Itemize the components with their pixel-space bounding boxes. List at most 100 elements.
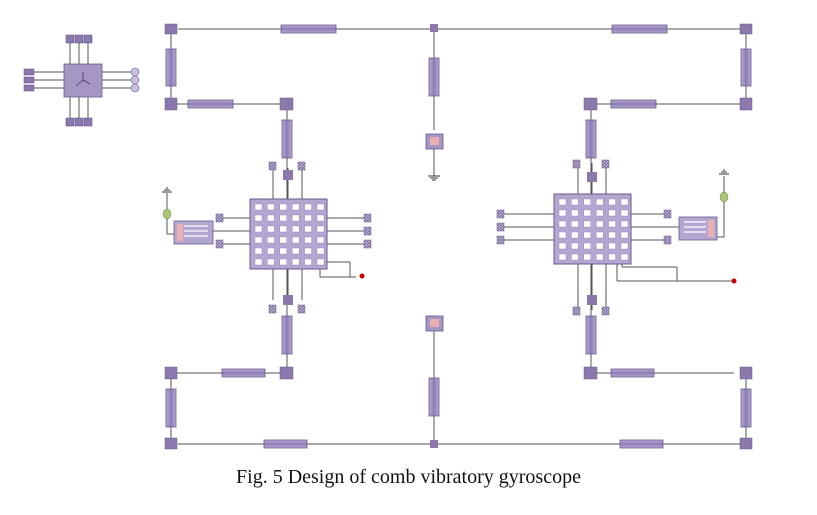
boundary-block [297,161,306,171]
suspension-beam [281,315,293,355]
etch-hole [267,247,275,255]
boundary-block [663,235,672,245]
input-port-top [83,34,93,44]
etch-hole [583,242,591,250]
etch-hole [583,198,591,206]
inner-spring-beam [187,99,234,109]
output-node [359,273,365,279]
boundary-block [268,304,277,314]
corner-anchor [583,97,598,111]
bottom-rail-beam [619,439,664,449]
etch-hole [608,209,616,217]
etch-hole [608,198,616,206]
etch-hole [292,225,300,233]
inner-spring-beam [610,99,657,109]
corner-anchor [164,23,178,35]
etch-hole [304,225,312,233]
suspension-beam [281,119,293,159]
corner-anchor [739,366,753,380]
input-port-top [74,34,84,44]
axes-icon [75,72,91,87]
etch-hole [316,258,325,266]
etch-hole [304,236,312,244]
corner-anchor [739,23,753,35]
anchor-small [587,172,597,182]
center-beam-bottom [428,377,440,417]
input-port-bottom [74,117,84,127]
anchor-small [587,295,597,305]
etch-hole [558,220,567,228]
etch-hole [254,247,263,255]
etch-hole [558,253,567,261]
top-rail-beam [611,24,668,34]
output-port-circle [130,67,140,77]
figure-caption: Fig. 5 Design of comb vibratory gyroscop… [0,466,817,489]
suspension-beam [585,315,597,355]
boundary-block [215,213,224,223]
etch-hole [279,247,287,255]
etch-hole [267,236,275,244]
bottom-rail-beam [263,439,308,449]
boundary-block [363,226,372,236]
etch-hole [304,258,312,266]
comb-finger-pad [708,220,714,237]
etch-hole [267,258,275,266]
corner-anchor [739,97,753,111]
etch-hole [620,198,629,206]
etch-hole [254,236,263,244]
etch-hole [292,247,300,255]
boundary-block [601,159,610,169]
boundary-block [363,213,372,223]
etch-hole [292,258,300,266]
right-comb-drive [678,216,718,241]
etch-hole [620,220,629,228]
boundary-block [297,304,306,314]
corner-anchor [279,366,294,380]
anchor-small [283,295,293,305]
voltage-source-icon [162,208,172,220]
etch-hole [304,214,312,222]
etch-hole [267,225,275,233]
boundary-block [215,239,224,249]
outer-spring-beam [740,48,752,87]
boundary-block [572,159,581,169]
etch-hole [596,231,604,239]
center-bottom-node [430,440,438,448]
etch-hole [608,231,616,239]
input-port-top [65,34,75,44]
boundary-block [572,306,581,316]
etch-hole [596,253,604,261]
ground-icon [428,175,440,181]
etch-hole [558,231,567,239]
component-layer [23,23,753,450]
etch-hole [596,242,604,250]
comb-finger-pad [430,319,439,327]
left-comb-drive [173,220,214,245]
suspension-beam [585,119,597,159]
ground-icon [162,187,172,193]
etch-hole [608,242,616,250]
outer-spring-beam [165,388,177,428]
center-top-node [430,24,438,32]
corner-anchor [583,366,598,380]
etch-hole [279,225,287,233]
etch-hole [279,203,287,211]
etch-hole [316,236,325,244]
outer-spring-beam [165,48,177,87]
etch-hole [279,214,287,222]
wire-network [34,28,747,445]
input-port-left [23,68,35,76]
input-port-bottom [83,117,93,127]
etch-hole [558,242,567,250]
plate-mass [553,193,632,265]
etch-hole [571,253,579,261]
inner-spring-beam [610,368,655,378]
etch-hole [316,203,325,211]
etch-hole [608,253,616,261]
corner-anchor [279,97,294,111]
boundary-block [496,235,505,245]
input-port-left [23,84,35,92]
caption-text: Fig. 5 Design of comb vibratory gyroscop… [236,466,581,488]
outer-spring-beam [740,388,752,428]
